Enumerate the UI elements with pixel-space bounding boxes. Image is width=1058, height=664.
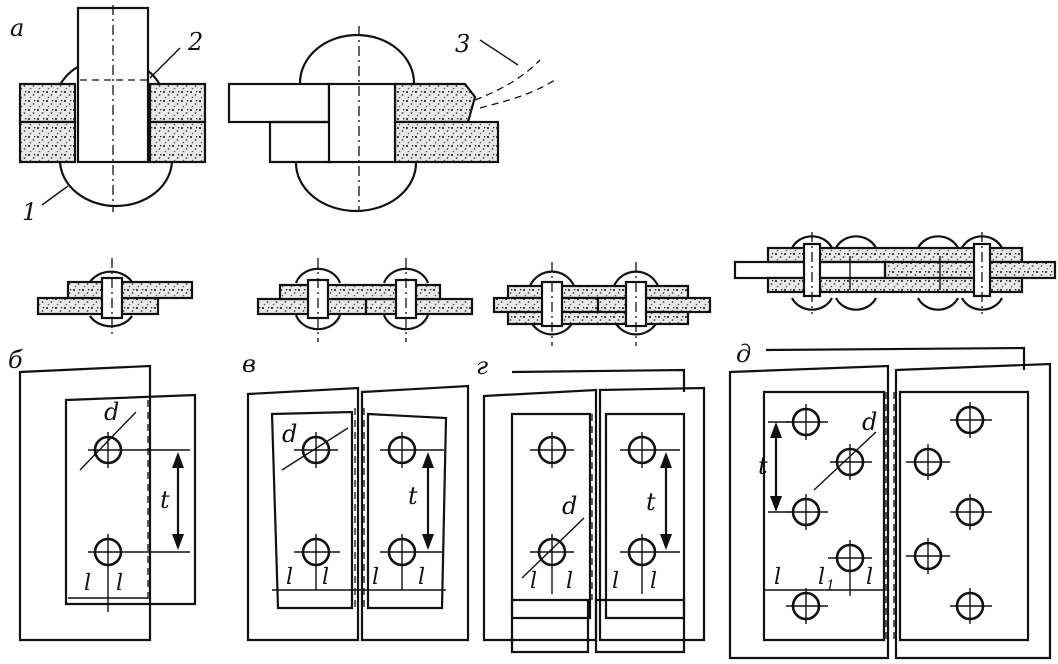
rivet-section-right: 3 bbox=[227, 26, 556, 213]
dim-l: l bbox=[530, 569, 537, 594]
joint-section-v bbox=[256, 258, 474, 342]
dim-t: t bbox=[408, 482, 418, 510]
panel-v-plan: в d t l l l l bbox=[242, 350, 470, 642]
label-part-3: 3 bbox=[455, 30, 470, 58]
panel-b-plan: б d t l l bbox=[8, 346, 197, 642]
dim-l: l bbox=[372, 565, 379, 590]
dim-l: l bbox=[612, 569, 619, 594]
dim-l: l bbox=[286, 565, 293, 590]
dim-l: l bbox=[322, 565, 329, 590]
dim-d: d bbox=[104, 398, 119, 426]
label-part-1: 1 bbox=[22, 198, 37, 226]
dim-l: l bbox=[116, 571, 123, 596]
dim-l: l bbox=[650, 569, 657, 594]
dim-t: t bbox=[758, 452, 768, 480]
dim-d: d bbox=[862, 408, 877, 436]
label-panel-g: г bbox=[476, 352, 488, 380]
dim-l: l bbox=[866, 565, 873, 590]
dim-t: t bbox=[646, 488, 656, 516]
label-panel-d: д bbox=[736, 340, 751, 368]
joint-section-d bbox=[733, 232, 1057, 314]
label-panel-v: в bbox=[242, 350, 256, 378]
dim-l: l bbox=[84, 571, 91, 596]
joint-section-b bbox=[36, 258, 194, 336]
rivet-section-left: 2 1 bbox=[18, 5, 207, 226]
dim-d: d bbox=[562, 492, 577, 520]
dim-t: t bbox=[160, 486, 170, 514]
label-panel-b: б bbox=[8, 346, 23, 374]
joint-section-g bbox=[492, 262, 712, 346]
dim-d: d bbox=[282, 420, 297, 448]
dim-l: l bbox=[774, 565, 781, 590]
label-part-2: 2 bbox=[187, 28, 203, 56]
panel-g-plan: г d t l l l l bbox=[476, 352, 706, 654]
panel-d-plan: д bbox=[728, 340, 1052, 660]
panel-a-rivet-sections: a 2 1 bbox=[10, 5, 556, 226]
dim-l: l bbox=[566, 569, 573, 594]
dim-l1-subscript: 1 bbox=[826, 578, 835, 594]
dim-l1: l bbox=[818, 565, 825, 590]
label-panel-a: a bbox=[10, 14, 24, 42]
dim-l: l bbox=[418, 565, 425, 590]
